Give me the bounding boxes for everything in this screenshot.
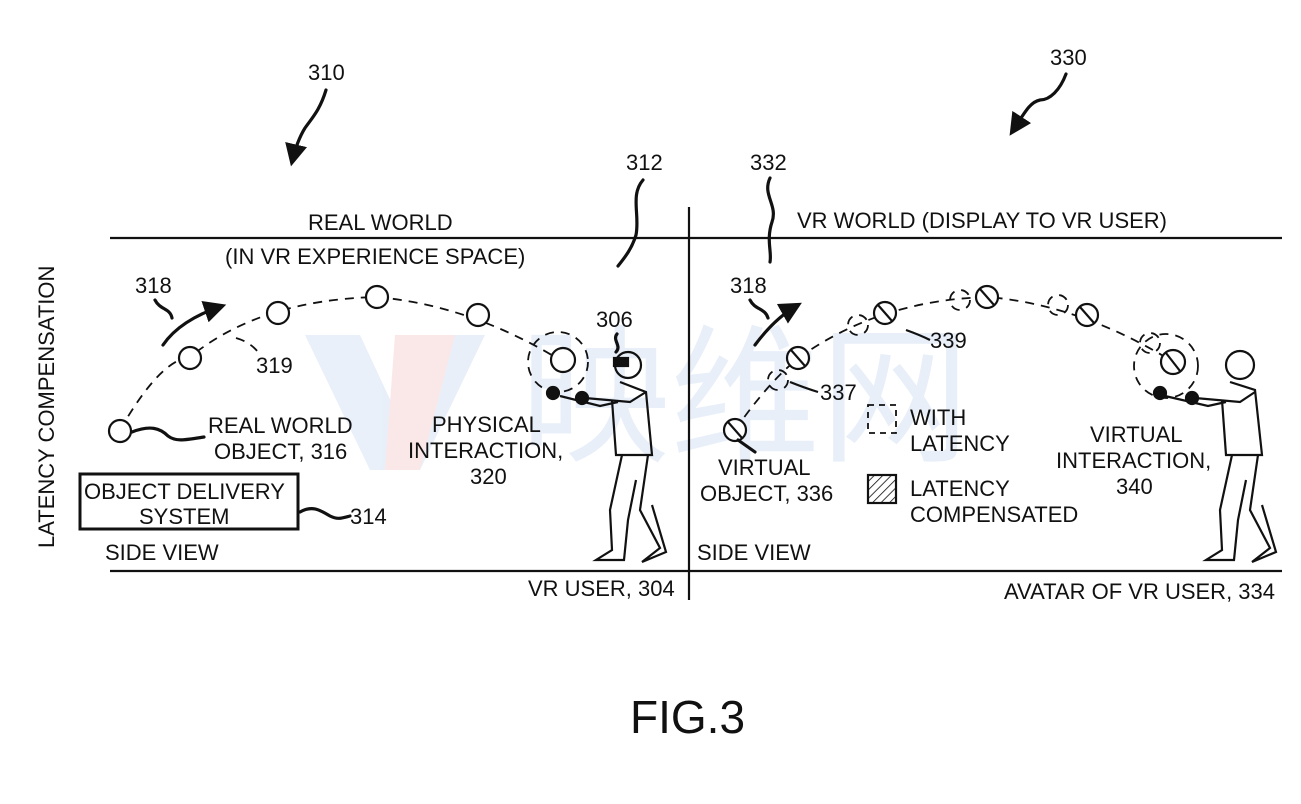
real-object-leader [130, 426, 206, 442]
legend: WITH LATENCY LATENCY COMPENSATED [866, 404, 1078, 527]
latency-ball-4 [1047, 294, 1069, 316]
ref-330: 330 [1050, 45, 1087, 70]
real-ball-2 [177, 345, 203, 371]
side-label: LATENCY COMPENSATION [34, 266, 59, 548]
compensated-ball-6 [1159, 348, 1187, 376]
virtual-object-label-line2: OBJECT, 336 [700, 481, 833, 506]
latency-ball-5 [1139, 332, 1161, 354]
ref-339: 339 [930, 328, 967, 353]
virtual-object-leader [736, 438, 757, 454]
virtual-interaction-line2: INTERACTION, [1056, 448, 1211, 473]
right-panel: 330 332 VR WORLD (DISPLAY TO VR USER) 31… [697, 45, 1278, 604]
legend-compensated-line1: LATENCY [910, 476, 1010, 501]
real-object-label-line1: REAL WORLD [208, 413, 353, 438]
left-side-view-label: SIDE VIEW [105, 540, 219, 565]
latency-ball-3 [949, 289, 971, 311]
compensated-ball-1 [722, 417, 748, 443]
real-ball-6 [549, 346, 577, 374]
ref-337-leader [789, 380, 819, 394]
ref-318-left: 318 [135, 273, 172, 298]
trajectory-arrow-left [161, 301, 227, 347]
delivery-box-line2: SYSTEM [139, 504, 229, 529]
legend-latency-line2: LATENCY [910, 431, 1010, 456]
virtual-interaction-zone [1133, 333, 1199, 399]
interaction-zone [527, 331, 589, 393]
latency-ball-2 [847, 314, 869, 336]
ref-310: 310 [308, 60, 345, 85]
watermark-logo-blue [305, 335, 485, 470]
compensated-ball-5 [1074, 302, 1100, 328]
right-title: VR WORLD (DISPLAY TO VR USER) [797, 208, 1167, 233]
ref-332-leader [766, 176, 775, 264]
right-side-view-label: SIDE VIEW [697, 540, 811, 565]
latency-balls [767, 289, 1161, 391]
real-ball-5 [465, 302, 491, 328]
compensated-balls [722, 284, 1187, 443]
vr-user-label: VR USER, 304 [528, 576, 675, 601]
virtual-object-label-line1: VIRTUAL [718, 455, 811, 480]
virtual-interaction-line1: VIRTUAL [1090, 422, 1183, 447]
object-delivery-system-box [78, 472, 300, 531]
ref-314: 314 [350, 504, 387, 529]
compensated-ball-4 [974, 284, 1000, 310]
delivery-box-line1: OBJECT DELIVERY [84, 479, 285, 504]
compensated-ball-2 [785, 345, 811, 371]
ref-330-arrow [1009, 72, 1068, 136]
ref-310-arrow [285, 88, 328, 167]
ref-319-leader [235, 337, 259, 353]
ref-318-leader-left [153, 298, 174, 320]
vr-user-figure [545, 350, 668, 564]
compensated-ball-3 [872, 300, 898, 326]
ref-318-right: 318 [730, 273, 767, 298]
legend-hatched-square-icon [866, 473, 898, 505]
ref-312-leader [616, 178, 645, 268]
left-title-line1: REAL WORLD [308, 210, 453, 235]
trajectory-arrow-right [753, 302, 802, 347]
virtual-interaction-line3: 340 [1116, 474, 1153, 499]
legend-dashed-square-icon [867, 404, 897, 434]
ref-314-leader [298, 507, 352, 520]
latency-ball-1 [767, 369, 789, 391]
real-ball-4 [364, 284, 390, 310]
physical-interaction-line1: PHYSICAL [432, 412, 541, 437]
left-panel: 310 REAL WORLD (IN VR EXPERIENCE SPACE) … [78, 60, 675, 601]
real-object-label-line2: OBJECT, 316 [214, 439, 347, 464]
physical-interaction-line3: 320 [470, 464, 507, 489]
figure-title: FIG.3 [630, 691, 745, 743]
legend-latency-line1: WITH [910, 405, 966, 430]
watermark-logo-red [385, 335, 455, 470]
ref-339-leader [905, 328, 931, 341]
ref-319: 319 [256, 353, 293, 378]
ref-306: 306 [596, 307, 633, 332]
left-title-line2: (IN VR EXPERIENCE SPACE) [225, 244, 525, 269]
ref-332: 332 [750, 150, 787, 175]
avatar-figure [1152, 349, 1278, 564]
ref-318-leader-right [748, 298, 770, 320]
legend-compensated-line2: COMPENSATED [910, 502, 1078, 527]
avatar-label: AVATAR OF VR USER, 334 [1004, 579, 1275, 604]
ref-312: 312 [626, 150, 663, 175]
real-ball-1 [107, 418, 133, 444]
real-ball-3 [265, 300, 291, 326]
ref-306-leader [613, 332, 620, 354]
physical-interaction-line2: INTERACTION, [408, 438, 563, 463]
ref-337: 337 [820, 380, 857, 405]
